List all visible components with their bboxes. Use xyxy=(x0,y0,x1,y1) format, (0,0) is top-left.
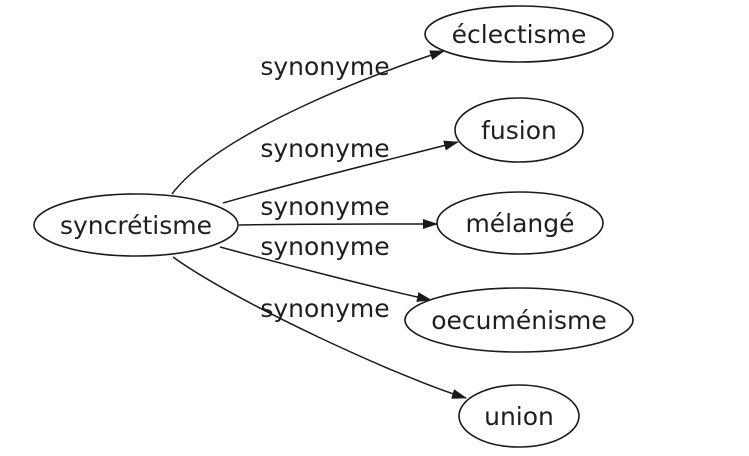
node-oecumenisme-label: oecuménisme xyxy=(431,306,607,335)
edges xyxy=(171,50,467,399)
node-oecumenisme: oecuménisme xyxy=(404,287,634,353)
edge-syncretisme-oecumenisme xyxy=(219,246,432,302)
node-melange-label: mélangé xyxy=(465,209,574,238)
node-union: union xyxy=(458,384,580,448)
node-eclectisme: éclectisme xyxy=(424,5,614,63)
edge-labels: synonyme synonyme synonyme synonyme syno… xyxy=(260,52,389,323)
node-union-label: union xyxy=(484,402,554,431)
node-eclectisme-ellipse xyxy=(424,5,614,63)
node-eclectisme-label: éclectisme xyxy=(452,20,587,49)
edge-syncretisme-union xyxy=(172,256,467,399)
edge-label-oecumenisme: synonyme xyxy=(260,232,389,261)
edge-syncretisme-melange xyxy=(238,219,438,230)
node-fusion-ellipse xyxy=(454,97,584,163)
node-melange-ellipse xyxy=(436,191,604,255)
node-union-ellipse xyxy=(458,384,580,448)
edge-syncretisme-fusion xyxy=(222,140,459,204)
edge-label-fusion: synonyme xyxy=(260,134,389,163)
node-melange: mélangé xyxy=(436,191,604,255)
edge-label-eclectisme: synonyme xyxy=(260,52,389,81)
node-fusion: fusion xyxy=(454,97,584,163)
node-oecumenisme-ellipse xyxy=(404,287,634,353)
edge-label-melange: synonyme xyxy=(260,192,389,221)
node-syncretisme-ellipse xyxy=(33,193,239,257)
edge-label-union: synonyme xyxy=(260,294,389,323)
node-syncretisme: syncrétisme xyxy=(33,193,239,257)
node-syncretisme-label: syncrétisme xyxy=(60,211,212,240)
edge-syncretisme-eclectisme xyxy=(171,50,445,195)
node-fusion-label: fusion xyxy=(481,116,557,145)
